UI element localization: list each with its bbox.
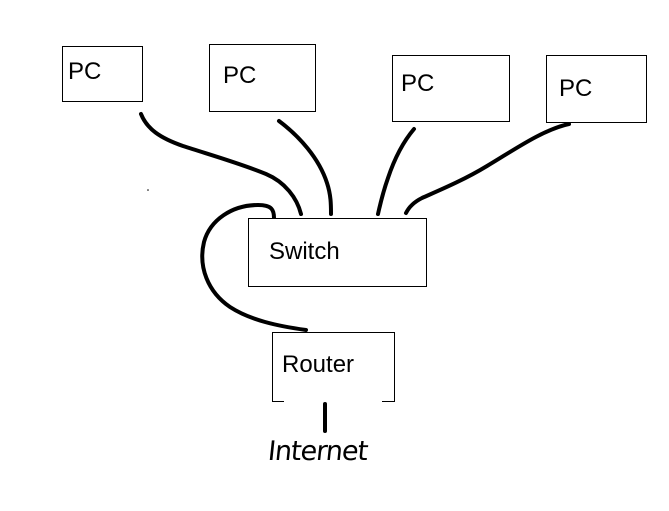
cable-pc-1-to-switch [139, 112, 303, 216]
internet-label: Internet [266, 436, 369, 467]
pc-node-2: PC [209, 44, 316, 112]
pc-node-3: PC [392, 55, 510, 122]
switch-node: Switch [248, 218, 427, 287]
cable-switch-to-router [200, 203, 308, 332]
cable-pc-2-to-switch [277, 119, 333, 216]
cable-pc-4-to-switch [404, 122, 571, 215]
pc-node-1: PC [62, 46, 143, 102]
pc-node-4-label: PC [559, 75, 593, 102]
pc-node-1-label: PC [68, 58, 102, 85]
router-bottom-edge-right [382, 401, 395, 402]
router-node: Router [272, 332, 395, 402]
pc-node-3-label: PC [401, 70, 435, 97]
pc-node-2-label: PC [223, 62, 257, 89]
switch-node-label: Switch [269, 238, 340, 265]
pc-node-4: PC [546, 55, 647, 123]
router-node-label: Router [282, 351, 355, 378]
speck [147, 189, 149, 191]
cable-pc-3-to-switch [376, 127, 416, 216]
router-bottom-edge-left [272, 401, 284, 402]
